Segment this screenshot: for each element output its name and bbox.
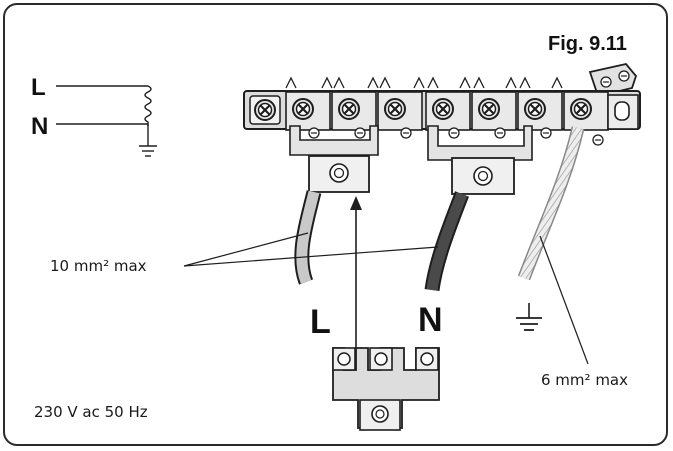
- earth-symbol-icon: [139, 145, 157, 157]
- schematic-neutral-label: N: [31, 113, 48, 140]
- earth-cable: [517, 126, 585, 281]
- line-bridge: [289, 125, 379, 193]
- neutral-bridge: [427, 125, 533, 195]
- main-cable-size-label: 10 mm² max: [50, 257, 147, 275]
- inductor-coil-icon: [144, 85, 152, 126]
- bridge-link-icon: [332, 347, 440, 431]
- neutral-cable: [424, 191, 469, 292]
- terminal-neutral-label: N: [418, 301, 443, 339]
- supply-rating-label: 230 V ac 50 Hz: [34, 403, 148, 421]
- line-cable: [294, 190, 322, 285]
- earth-symbol-icon: [516, 303, 542, 331]
- terminal-screw-icon: [253, 98, 277, 122]
- terminal-block: [243, 76, 641, 146]
- terminal-line-label: L: [310, 303, 331, 341]
- schematic-line-label: L: [31, 74, 46, 101]
- leader-lines: [183, 232, 589, 365]
- figure-label: Fig. 9.11: [548, 33, 627, 55]
- schematic: L N: [31, 74, 157, 157]
- earth-cable-size-label: 6 mm² max: [541, 371, 628, 389]
